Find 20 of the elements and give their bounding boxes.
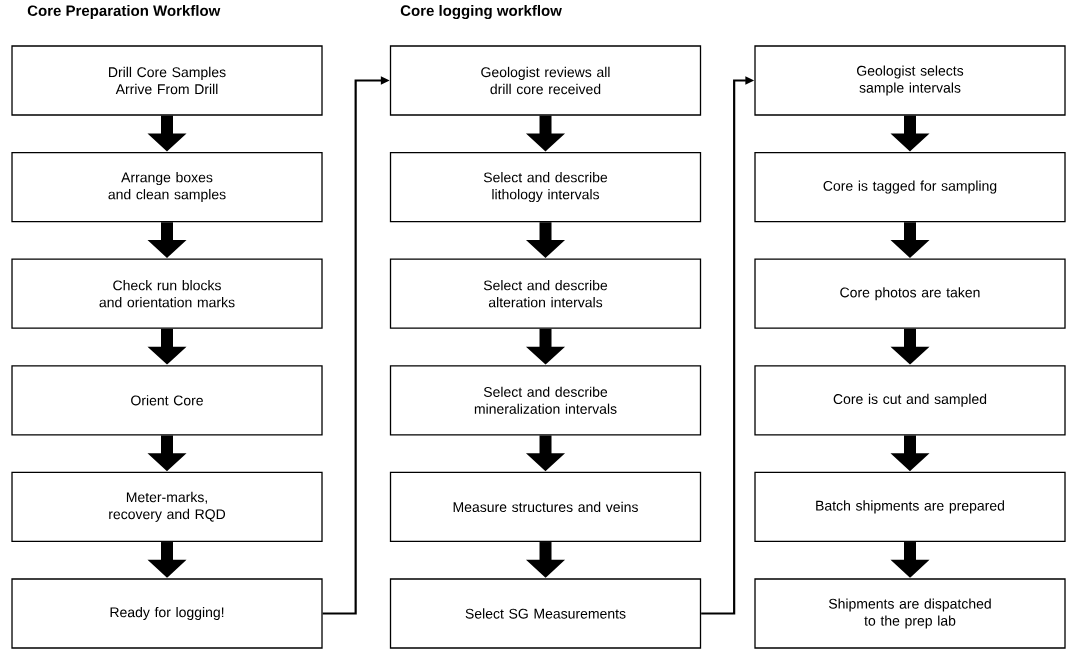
process-box: Ready for logging! xyxy=(11,578,323,649)
process-box: Batch shipments are prepared xyxy=(754,471,1066,543)
process-box: Core is cut and sampled xyxy=(754,365,1066,436)
column-heading: Core logging workflow xyxy=(400,4,562,19)
process-box: Arrange boxes and clean samples xyxy=(11,151,323,223)
process-box: Meter-marks, recovery and RQD xyxy=(11,471,323,543)
process-box: Geologist reviews all drill core received xyxy=(389,45,702,116)
process-box: Shipments are dispatched to the prep lab xyxy=(754,578,1066,649)
process-box: Select and describe alteration intervals xyxy=(389,258,702,329)
column-heading: Core Preparation Workflow xyxy=(27,5,221,19)
process-box: Core is tagged for sampling xyxy=(754,151,1066,223)
process-box: Measure structures and veins xyxy=(389,471,702,543)
process-box: Geologist selects sample intervals xyxy=(754,45,1066,116)
process-box: Drill Core Samples Arrive From Drill xyxy=(11,45,323,116)
process-box: Select and describe mineralization intervals xyxy=(389,365,702,436)
process-box: Check run blocks and orientation marks xyxy=(11,258,323,329)
process-box: Select SG Measurements xyxy=(389,578,702,649)
process-box: Orient Core xyxy=(11,365,323,436)
process-box: Core photos are taken xyxy=(754,258,1066,329)
process-box: Select and describe lithology intervals xyxy=(389,151,702,223)
